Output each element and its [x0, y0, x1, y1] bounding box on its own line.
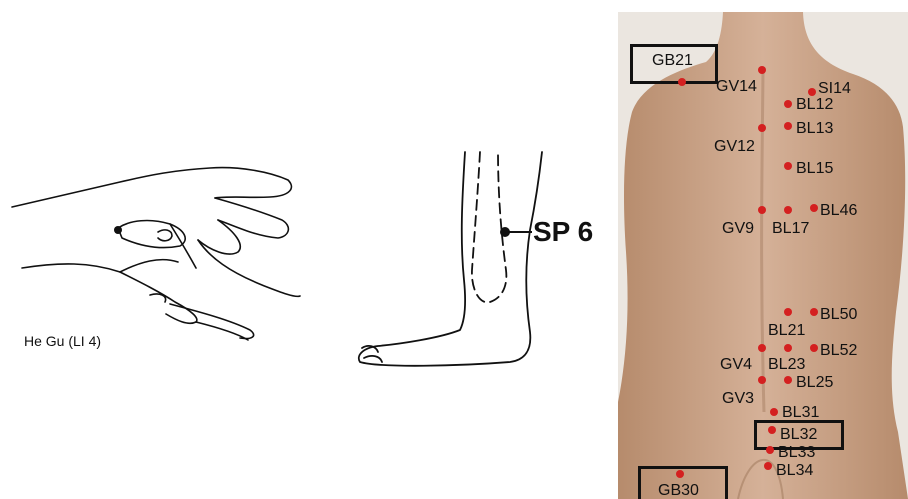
bl32-label: BL32	[780, 426, 817, 444]
gv12-point-marker	[758, 124, 766, 132]
bl21-point-marker	[784, 308, 792, 316]
gv14-point-marker	[758, 66, 766, 74]
li4-point-marker	[114, 226, 122, 234]
sp6-point-marker	[500, 227, 510, 237]
bl50-point-marker	[810, 308, 818, 316]
bl13-point-marker	[784, 122, 792, 130]
bl23-point-marker	[784, 344, 792, 352]
bl34-point-marker	[764, 462, 772, 470]
back-panel: GB21GV14SI14BL12BL13GV12BL15BL46GV9BL17B…	[618, 12, 908, 499]
si14-point-marker	[808, 88, 816, 96]
sp6-label: SP 6	[533, 216, 593, 248]
gb21-label: GB21	[652, 52, 693, 70]
bl13-label: BL13	[796, 120, 833, 138]
bl34-label: BL34	[776, 462, 813, 480]
hand-panel: He Gu (LI 4)	[0, 0, 310, 499]
gv4-point-marker	[758, 344, 766, 352]
bl46-point-marker	[810, 204, 818, 212]
gv9-point-marker	[758, 206, 766, 214]
leg-illustration	[340, 0, 610, 499]
bl33-label: BL33	[778, 444, 815, 462]
bl25-label: BL25	[796, 374, 833, 392]
bl32-point-marker	[768, 426, 776, 434]
bl23-label: BL23	[768, 356, 805, 374]
bl12-point-marker	[784, 100, 792, 108]
bl17-point-marker	[784, 206, 792, 214]
bl33-point-marker	[766, 446, 774, 454]
gv4-label: GV4	[720, 356, 752, 374]
bl12-label: BL12	[796, 96, 833, 114]
bl46-label: BL46	[820, 202, 857, 220]
gb30-label: GB30	[658, 482, 699, 499]
leg-panel: SP 6	[340, 0, 610, 499]
gb30-point-marker	[676, 470, 684, 478]
gv3-point-marker	[758, 376, 766, 384]
bl52-label: BL52	[820, 342, 857, 360]
hand-illustration	[0, 0, 310, 499]
bl25-point-marker	[784, 376, 792, 384]
gv14-label: GV14	[716, 78, 757, 96]
bl50-label: BL50	[820, 306, 857, 324]
bl31-point-marker	[770, 408, 778, 416]
bl21-label: BL21	[768, 322, 805, 340]
gv3-label: GV3	[722, 390, 754, 408]
gb21-point-marker	[678, 78, 686, 86]
gv12-label: GV12	[714, 138, 755, 156]
acupoint-layer: GB21GV14SI14BL12BL13GV12BL15BL46GV9BL17B…	[618, 12, 908, 499]
bl15-label: BL15	[796, 160, 833, 178]
gv9-label: GV9	[722, 220, 754, 238]
bl52-point-marker	[810, 344, 818, 352]
bl17-label: BL17	[772, 220, 809, 238]
hand-caption: He Gu (LI 4)	[24, 333, 101, 349]
bl15-point-marker	[784, 162, 792, 170]
